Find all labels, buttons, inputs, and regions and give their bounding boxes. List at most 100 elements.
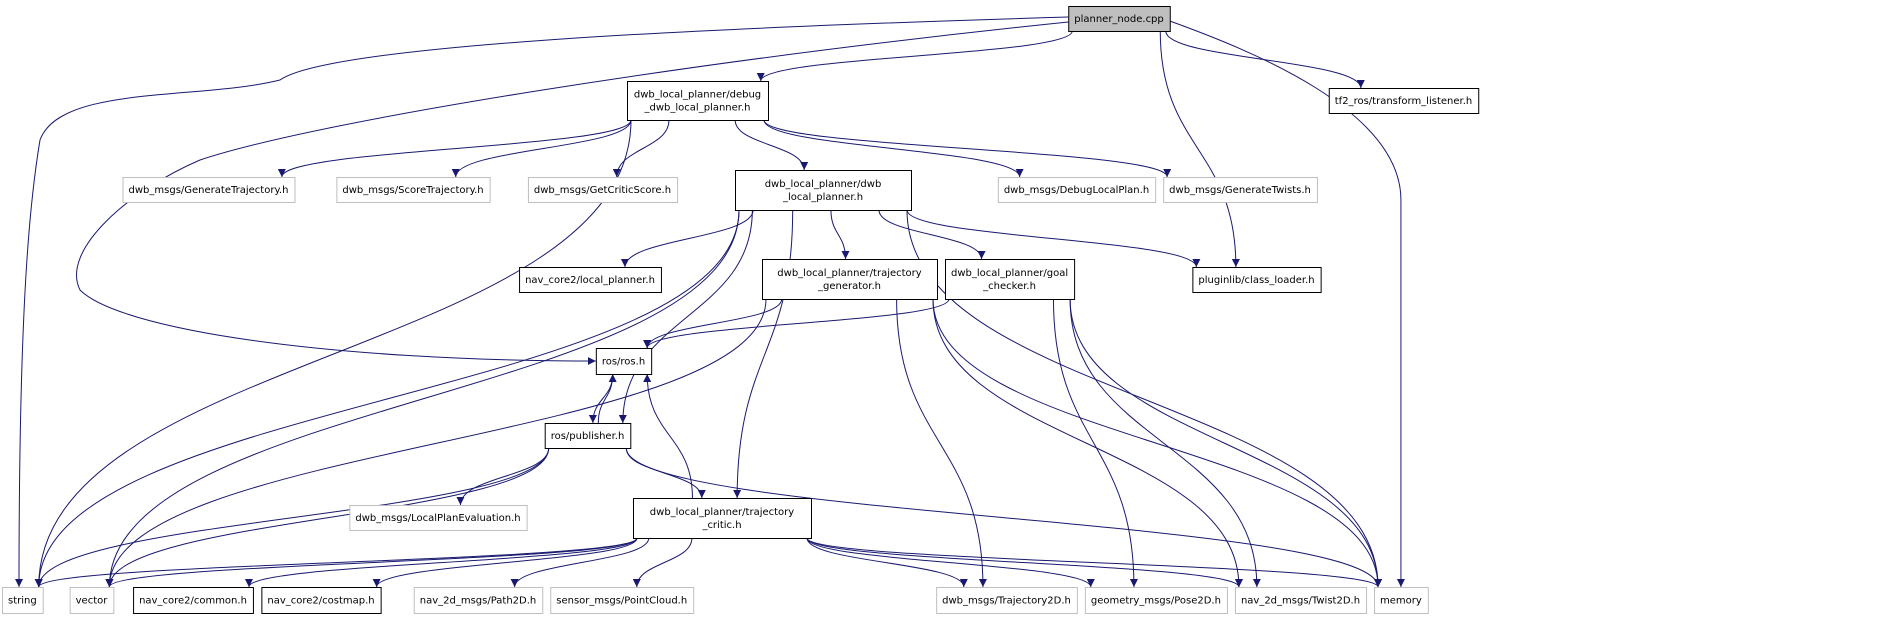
node-box bbox=[550, 587, 695, 614]
node-common[interactable]: nav_core2/common.h bbox=[133, 587, 254, 614]
edge-debug_dwb-to-string bbox=[34, 119, 632, 588]
edges-layer bbox=[15, 16, 1405, 588]
node-box bbox=[1068, 6, 1171, 32]
node-memory: memory bbox=[1374, 587, 1429, 614]
edge-traj_critic-to-path2d bbox=[510, 537, 650, 588]
node-class-loader[interactable]: pluginlib/class_loader.h bbox=[1192, 267, 1322, 293]
edge-goal_checker-to-ros_h bbox=[643, 298, 950, 349]
edge-dwb_lp-to-publisher bbox=[618, 209, 753, 424]
node-tf2-listener[interactable]: tf2_ros/transform_listener.h bbox=[1328, 88, 1480, 114]
edge-traj_critic-to-pointcloud bbox=[632, 537, 693, 588]
node-ros-h[interactable]: ros/ros.h bbox=[595, 348, 653, 375]
node-box bbox=[1163, 177, 1318, 203]
edge-debug_dwb-to-gen_traj bbox=[277, 119, 632, 178]
edge-planner_node-to-string bbox=[15, 16, 1069, 588]
node-string: string bbox=[2, 587, 44, 614]
node-score-traj: dwb_msgs/ScoreTrajectory.h bbox=[336, 177, 491, 203]
edge-traj_gen-to-traj2d bbox=[896, 298, 987, 588]
edge-debug_dwb-to-gen_twists bbox=[763, 119, 1172, 178]
node-twist2d: nav_2d_msgs/Twist2D.h bbox=[1234, 587, 1368, 614]
edge-dwb_lp-to-goal_checker bbox=[878, 209, 986, 260]
node-label: dwb_local_planner/trajectory bbox=[777, 268, 921, 279]
node-box bbox=[413, 587, 544, 614]
node-label: _critic.h bbox=[701, 520, 741, 531]
node-box bbox=[336, 177, 491, 203]
edge-debug_dwb-to-debug_plan bbox=[763, 119, 1024, 178]
node-box bbox=[1234, 587, 1368, 614]
node-debug-plan: dwb_msgs/DebugLocalPlan.h bbox=[997, 177, 1157, 203]
node-label: pluginlib/class_loader.h bbox=[1198, 275, 1314, 286]
edge-publisher-to-lp_eval bbox=[456, 447, 550, 506]
node-label: string bbox=[8, 596, 37, 607]
node-box bbox=[261, 587, 382, 614]
node-label: vector bbox=[76, 596, 109, 607]
node-get-critic: dwb_msgs/GetCriticScore.h bbox=[527, 177, 679, 203]
edge-traj_critic-to-vector bbox=[105, 537, 638, 588]
edge-traj_gen-to-ros_h bbox=[643, 298, 783, 349]
node-box bbox=[1192, 267, 1322, 293]
edge-traj_critic-to-traj2d bbox=[806, 537, 968, 588]
node-label: dwb_local_planner/goal bbox=[951, 268, 1068, 279]
node-dwb-lp[interactable]: dwb_local_planner/dwb_local_planner.h bbox=[735, 170, 912, 211]
node-publisher[interactable]: ros/publisher.h bbox=[544, 423, 632, 449]
node-debug-dwb[interactable]: dwb_local_planner/debug _dwb_local_planne… bbox=[627, 81, 769, 121]
node-pose2d: geometry_msgs/Pose2D.h bbox=[1084, 587, 1228, 614]
edge-traj_critic-to-string bbox=[34, 537, 638, 588]
node-box bbox=[627, 81, 769, 121]
node-label: dwb_msgs/GetCriticScore.h bbox=[534, 185, 671, 196]
node-box bbox=[2, 587, 44, 614]
node-local-planner[interactable]: nav_core2/local_planner.h bbox=[519, 267, 662, 293]
node-traj-critic[interactable]: dwb_local_planner/trajectory _critic.h bbox=[633, 498, 812, 539]
edge-goal_checker-to-memory bbox=[1069, 298, 1383, 588]
node-label: dwb_local_planner/debug bbox=[634, 90, 761, 101]
edge-planner_node-to-class_loader bbox=[1159, 30, 1240, 268]
node-label: geometry_msgs/Pose2D.h bbox=[1091, 596, 1221, 607]
node-label: nav_2d_msgs/Path2D.h bbox=[420, 596, 537, 607]
edge-dwb_lp-to-traj_gen bbox=[830, 209, 850, 260]
node-label: _dwb_local_planner.h bbox=[644, 103, 751, 114]
node-label: _generator.h bbox=[817, 281, 881, 292]
node-label: planner_node.cpp bbox=[1074, 14, 1164, 25]
node-box bbox=[133, 587, 254, 614]
nodes-layer: planner_node.cpp dwb_local_planner/debug _… bbox=[2, 6, 1480, 614]
node-label: ros/ros.h bbox=[602, 357, 645, 368]
node-label: dwb_msgs/DebugLocalPlan.h bbox=[1004, 185, 1149, 196]
edge-traj_critic-to-common bbox=[245, 537, 638, 588]
edge-dwb_lp-to-local_planner bbox=[620, 209, 754, 268]
node-label: memory bbox=[1380, 596, 1422, 607]
node-label: nav_core2/costmap.h bbox=[267, 596, 374, 607]
node-label: dwb_msgs/LocalPlanEvaluation.h bbox=[355, 513, 520, 524]
node-box bbox=[544, 423, 632, 449]
edge-debug_dwb-to-score_traj bbox=[451, 119, 632, 178]
node-box bbox=[349, 505, 528, 531]
node-label: _checker.h bbox=[982, 281, 1036, 292]
node-box bbox=[633, 498, 812, 539]
node-label: dwb_local_planner/trajectory bbox=[650, 507, 794, 518]
node-box bbox=[997, 177, 1157, 203]
node-traj2d: dwb_msgs/Trajectory2D.h bbox=[936, 587, 1078, 614]
edge-traj_gen-to-memory bbox=[932, 298, 1383, 588]
edge-traj_critic-to-memory bbox=[806, 537, 1382, 588]
edge-traj_critic-to-costmap bbox=[372, 537, 638, 588]
node-box bbox=[735, 170, 912, 211]
edge-debug_dwb-to-get_critic bbox=[612, 119, 670, 178]
node-label: sensor_msgs/PointCloud.h bbox=[556, 596, 687, 607]
node-label: dwb_msgs/GenerateTrajectory.h bbox=[129, 185, 289, 196]
node-path2d: nav_2d_msgs/Path2D.h bbox=[413, 587, 544, 614]
edge-planner_node-to-memory bbox=[1169, 20, 1405, 587]
edge-publisher-to-ros_h bbox=[597, 373, 617, 424]
edge-publisher-to-string bbox=[34, 447, 550, 588]
node-planner-node[interactable]: planner_node.cpp bbox=[1068, 6, 1171, 32]
node-goal-checker[interactable]: dwb_local_planner/goal _checker.h bbox=[945, 259, 1076, 300]
node-traj-gen[interactable]: dwb_local_planner/trajectory _generator.h bbox=[762, 259, 938, 300]
node-box bbox=[69, 587, 115, 614]
node-box bbox=[762, 259, 938, 300]
edge-dwb_lp-to-traj_critic bbox=[733, 209, 794, 499]
node-label: _local_planner.h bbox=[782, 192, 863, 203]
node-label: tf2_ros/transform_listener.h bbox=[1335, 96, 1472, 107]
node-box bbox=[1328, 88, 1480, 114]
node-gen-twists: dwb_msgs/GenerateTwists.h bbox=[1163, 177, 1318, 203]
node-costmap[interactable]: nav_core2/costmap.h bbox=[261, 587, 382, 614]
edge-dwb_lp-to-vector bbox=[105, 209, 740, 588]
